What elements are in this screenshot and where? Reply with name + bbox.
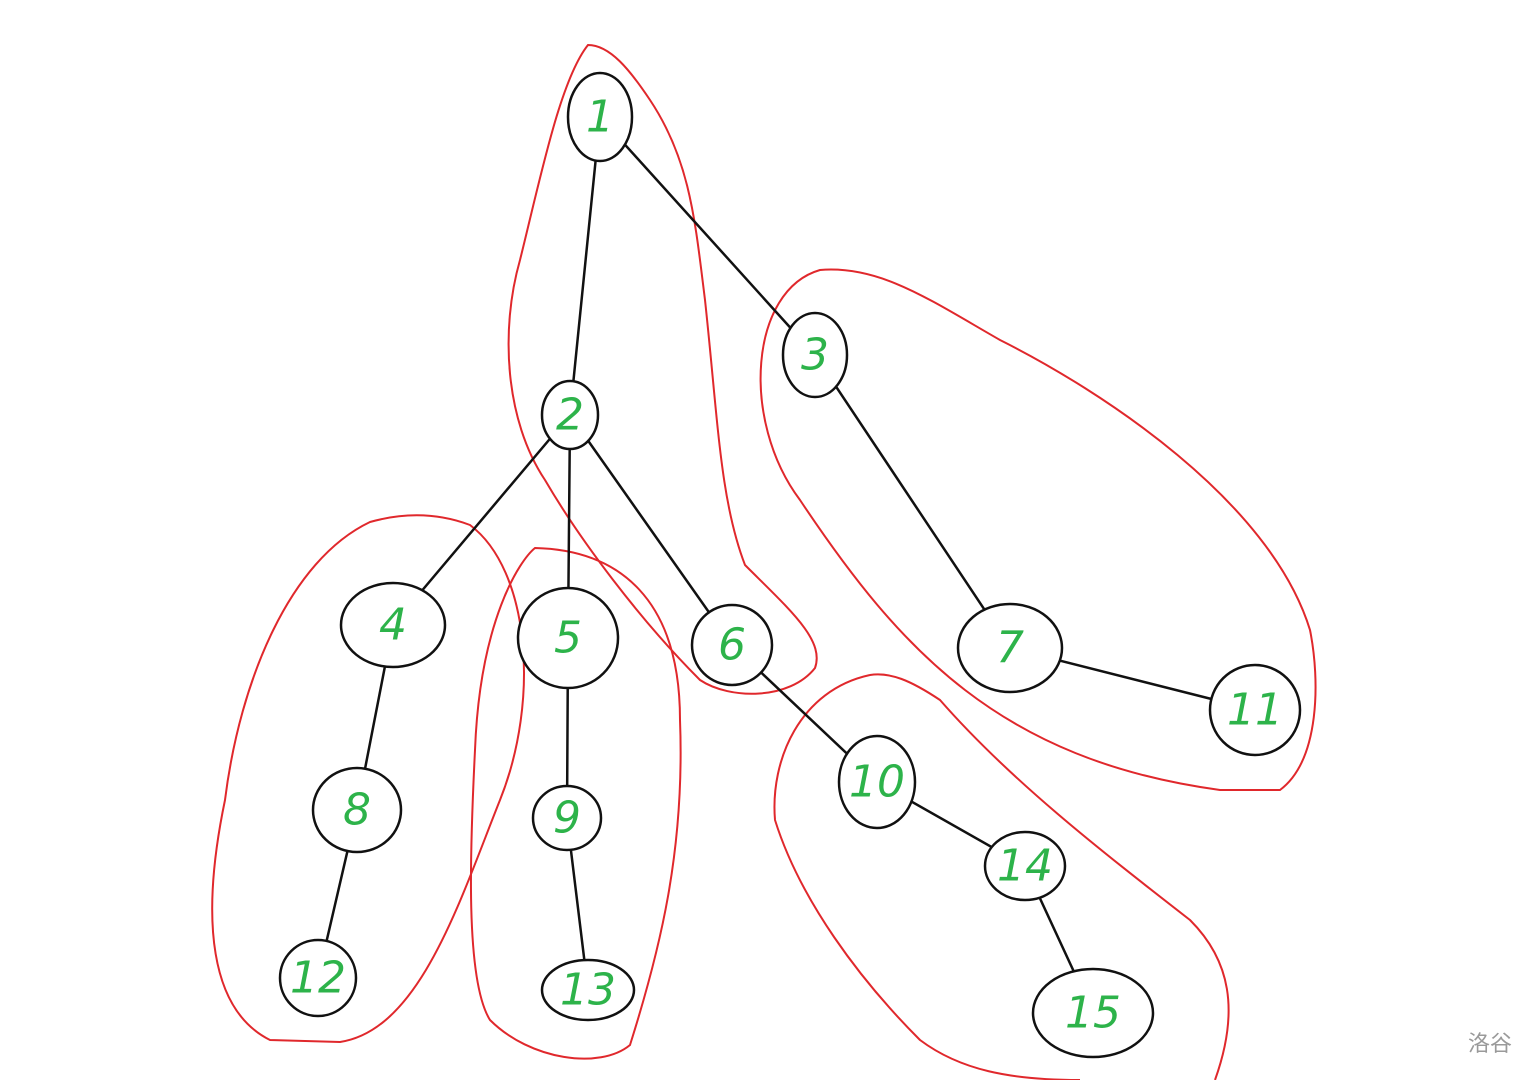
node-label: 7 [996,623,1024,674]
node-circle [781,311,849,399]
chain-outline-5-9-13 [469,546,682,1060]
node-label: 5 [554,613,582,664]
tree-node-13: 13 [540,958,636,1022]
edge-1-3 [598,115,817,357]
node-label: 15 [1065,988,1121,1039]
tree-node-3: 3 [781,311,849,399]
tree-node-8: 8 [311,766,403,854]
chain-outline-10-14-15 [773,673,1230,1080]
node-label: 8 [343,785,371,836]
node-circle [540,379,600,451]
node-circle [956,602,1064,694]
node-label: 12 [290,953,346,1004]
node-circle [540,958,636,1022]
node-label: 6 [718,620,746,671]
tree-node-1: 1 [566,71,634,163]
watermark-logo: 洛谷 [1467,1032,1512,1057]
node-label: 1 [586,92,614,143]
node-circle [837,734,917,830]
tree-node-2: 2 [540,379,600,451]
tree-node-14: 14 [983,830,1067,902]
tree-node-9: 9 [531,784,603,852]
node-circle [278,938,358,1018]
node-label: 11 [1227,685,1283,736]
heavy-chain-outlines [211,43,1317,1080]
tree-node-5: 5 [516,586,620,690]
tree-node-7: 7 [956,602,1064,694]
tree-node-10: 10 [837,734,917,830]
tree-node-11: 11 [1208,663,1302,757]
chain-outline-1-2-6 [507,43,818,695]
node-circle [531,784,603,852]
node-label: 9 [553,793,581,844]
node-circle [339,581,447,669]
node-circle [1031,967,1155,1059]
node-label: 3 [801,330,829,381]
node-label: 14 [997,841,1053,892]
tree-node-4: 4 [339,581,447,669]
chain-outline-4-8-12 [211,514,525,1044]
edge-2-6 [568,413,734,647]
edge-3-7 [813,353,1012,650]
node-label: 2 [556,390,584,441]
node-circle [566,71,634,163]
tree-node-6: 6 [690,603,774,687]
node-circle [690,603,774,687]
tree-node-15: 15 [1031,967,1155,1059]
node-label: 13 [560,965,616,1016]
chain-outline-3-7-11 [759,268,1317,791]
node-circle [311,766,403,854]
node-circle [516,586,620,690]
node-label: 10 [849,757,905,808]
tree-edges [316,115,1257,1015]
tree-node-12: 12 [278,938,358,1018]
node-label: 4 [379,600,407,651]
node-circle [983,830,1067,902]
edge-1-2 [568,115,602,417]
node-circle [1208,663,1302,757]
